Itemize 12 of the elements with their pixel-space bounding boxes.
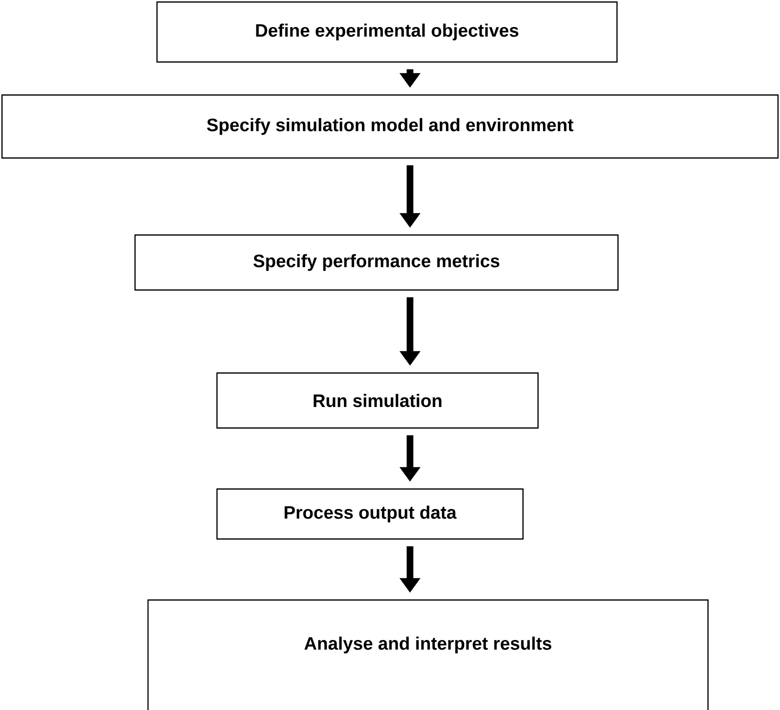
box-label: Define experimental objectives	[256, 24, 518, 40]
box-label: Process output data	[284, 506, 457, 522]
box-label: Specify simulation model and environment	[207, 118, 574, 135]
process-box	[134, 234, 619, 291]
process-box	[216, 372, 539, 429]
process-box	[147, 599, 709, 710]
box-label: Run simulation	[314, 394, 442, 408]
box-label: Analyse and interpret results	[304, 636, 552, 654]
process-box	[1, 94, 779, 159]
box-label: Specify performance metrics	[253, 254, 500, 271]
process-box	[216, 488, 524, 540]
process-box	[156, 1, 618, 63]
